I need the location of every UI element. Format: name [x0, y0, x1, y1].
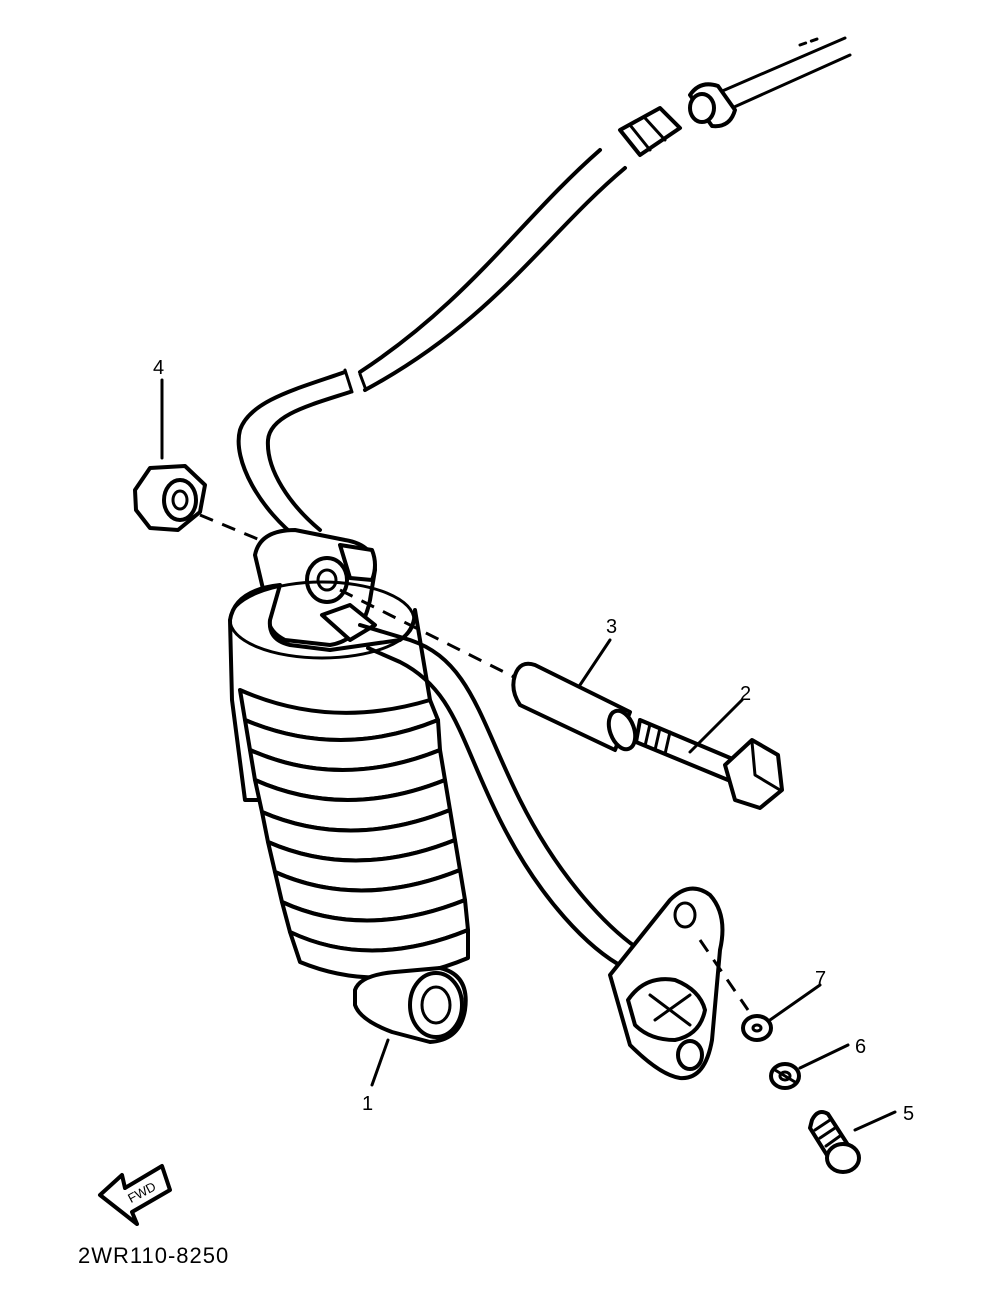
callout-1: 1 — [362, 1093, 373, 1115]
fwd-arrow: FWD — [98, 1164, 172, 1226]
part-2-bolt — [634, 718, 784, 810]
callout-3: 3 — [606, 616, 617, 638]
part-7-washer — [741, 1014, 773, 1042]
leader-lines — [160, 378, 897, 1132]
callout-4: 4 — [153, 357, 164, 379]
part-6-lock-washer — [769, 1062, 801, 1090]
callout-6: 6 — [855, 1036, 866, 1058]
callout-2: 2 — [740, 683, 751, 705]
drawing-code: 2WR110-8250 — [78, 1243, 229, 1268]
callout-labels: 4 3 2 1 7 6 5 — [153, 357, 914, 1125]
callout-5: 5 — [903, 1103, 914, 1125]
mounting-bracket — [608, 886, 750, 1081]
hose-lower — [320, 588, 642, 970]
part-3-collar — [511, 661, 638, 752]
part-5-screw — [808, 1110, 861, 1174]
part-1-shock-absorber — [228, 528, 470, 1044]
callout-7: 7 — [815, 968, 826, 990]
hose-upper — [236, 36, 852, 542]
part-4-nut — [133, 464, 261, 542]
